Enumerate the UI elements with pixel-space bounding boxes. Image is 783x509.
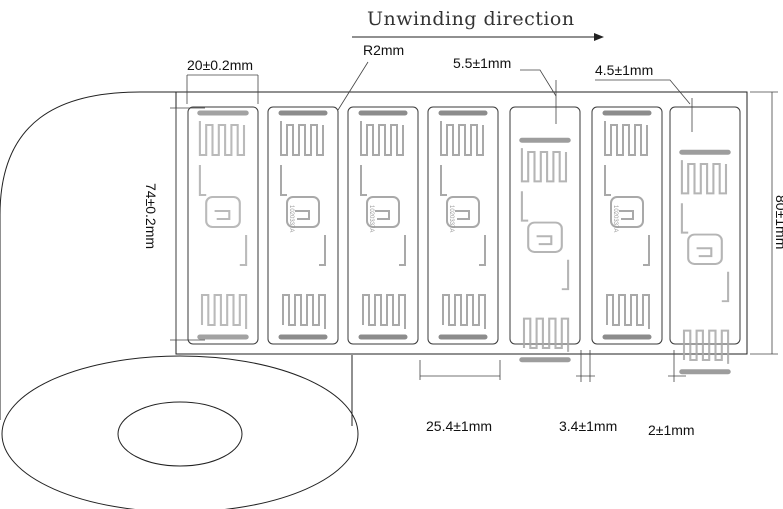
gap-dim: 3.4±1mm	[559, 418, 617, 434]
edge-dim: 2±1mm	[648, 422, 695, 438]
label-2: 1020337A	[267, 106, 339, 345]
label-4: 1020337A	[427, 106, 499, 345]
label-1	[187, 106, 259, 345]
chip-code-text: 1020337A	[612, 205, 618, 232]
label-7-offset	[669, 106, 741, 372]
pitch-dim: 25.4±1mm	[426, 418, 492, 434]
chip-code-text: 1020337A	[368, 205, 374, 232]
label-width-dim: 20±0.2mm	[187, 57, 253, 73]
roll-body-outline	[0, 91, 176, 395]
chip-code-text: 1020337A	[448, 205, 454, 232]
label-3: 1020337A	[347, 106, 419, 345]
unwinding-direction-label: Unwinding direction	[367, 8, 575, 30]
offset-top-dim-2: 4.5±1mm	[595, 62, 653, 78]
offset-top-dim-1: 5.5±1mm	[453, 55, 511, 71]
liner-width-dim: 80±1mm	[773, 195, 783, 249]
roll-end-ellipse	[1, 355, 359, 509]
label-5-offset	[509, 106, 581, 360]
corner-radius-dim: R2mm	[363, 42, 404, 58]
roll-core-ellipse	[117, 401, 243, 467]
chip-code-text: 1020337A	[288, 205, 294, 232]
label-6: 1020337A	[591, 106, 663, 345]
label-height-dim: 74±0.2mm	[143, 183, 159, 249]
